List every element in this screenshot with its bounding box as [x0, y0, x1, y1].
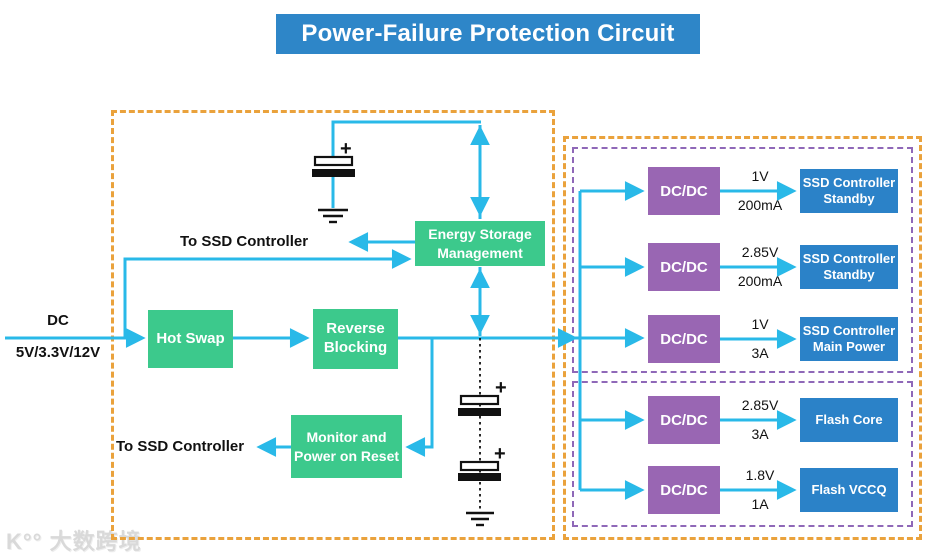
ground-icon-bottom — [466, 511, 494, 527]
rail-voltage-2: 2.85V — [741, 244, 779, 260]
plus-icon: + — [340, 138, 352, 160]
reverse-blocking-block: Reverse Blocking — [313, 309, 398, 369]
wire-branch-to-esm — [123, 249, 412, 338]
load-block-4: Flash Core — [800, 398, 898, 442]
ground-icon-top — [318, 208, 348, 224]
left-group-border — [111, 110, 555, 540]
dc-input-label: DC — [47, 312, 69, 329]
wire-branch-to-monitor — [405, 338, 434, 457]
capacitor-icon-2: + — [458, 443, 506, 481]
battery-icon: + — [312, 138, 355, 177]
energy-storage-management-block: Energy Storage Management — [415, 221, 545, 266]
dc-voltages-label: 5V/3.3V/12V — [15, 344, 101, 361]
rail-voltage-3: 1V — [751, 316, 769, 332]
watermark-logo: K°° 大数跨境 — [6, 529, 142, 554]
load-block-2: SSD Controller Standby — [800, 245, 898, 289]
dcdc-converter-1: DC/DC — [648, 167, 720, 215]
hot-swap-block: Hot Swap — [148, 310, 233, 368]
page-title: Power-Failure Protection Circuit — [276, 14, 700, 54]
load-block-3: SSD Controller Main Power — [800, 317, 898, 361]
rail-current-1: 200mA — [737, 197, 783, 213]
rail-current-5: 1A — [751, 496, 769, 512]
dcdc-converter-2: DC/DC — [648, 243, 720, 291]
wire-battery-top — [331, 120, 481, 156]
rail-current-2: 200mA — [737, 273, 783, 289]
monitor-power-on-reset-block: Monitor and Power on Reset — [291, 415, 402, 478]
to-ssd-controller-top-label: To SSD Controller — [180, 233, 309, 250]
load-block-1: SSD Controller Standby — [800, 169, 898, 213]
rail-voltage-5: 1.8V — [745, 467, 775, 483]
flash-rails-group-border — [572, 381, 913, 527]
rail-voltage-1: 1V — [751, 168, 769, 184]
load-block-5: Flash VCCQ — [800, 468, 898, 512]
capacitor-icon-1: + — [458, 377, 507, 416]
dcdc-converter-3: DC/DC — [648, 315, 720, 363]
dcdc-converter-4: DC/DC — [648, 396, 720, 444]
plus-icon: + — [495, 377, 507, 399]
plus-icon: + — [494, 443, 506, 465]
rail-voltage-4: 2.85V — [741, 397, 779, 413]
to-ssd-controller-bottom-label: To SSD Controller — [116, 438, 245, 455]
rail-current-3: 3A — [751, 345, 769, 361]
dcdc-converter-5: DC/DC — [648, 466, 720, 514]
standby-rails-group-border — [572, 147, 913, 373]
rail-current-4: 3A — [751, 426, 769, 442]
